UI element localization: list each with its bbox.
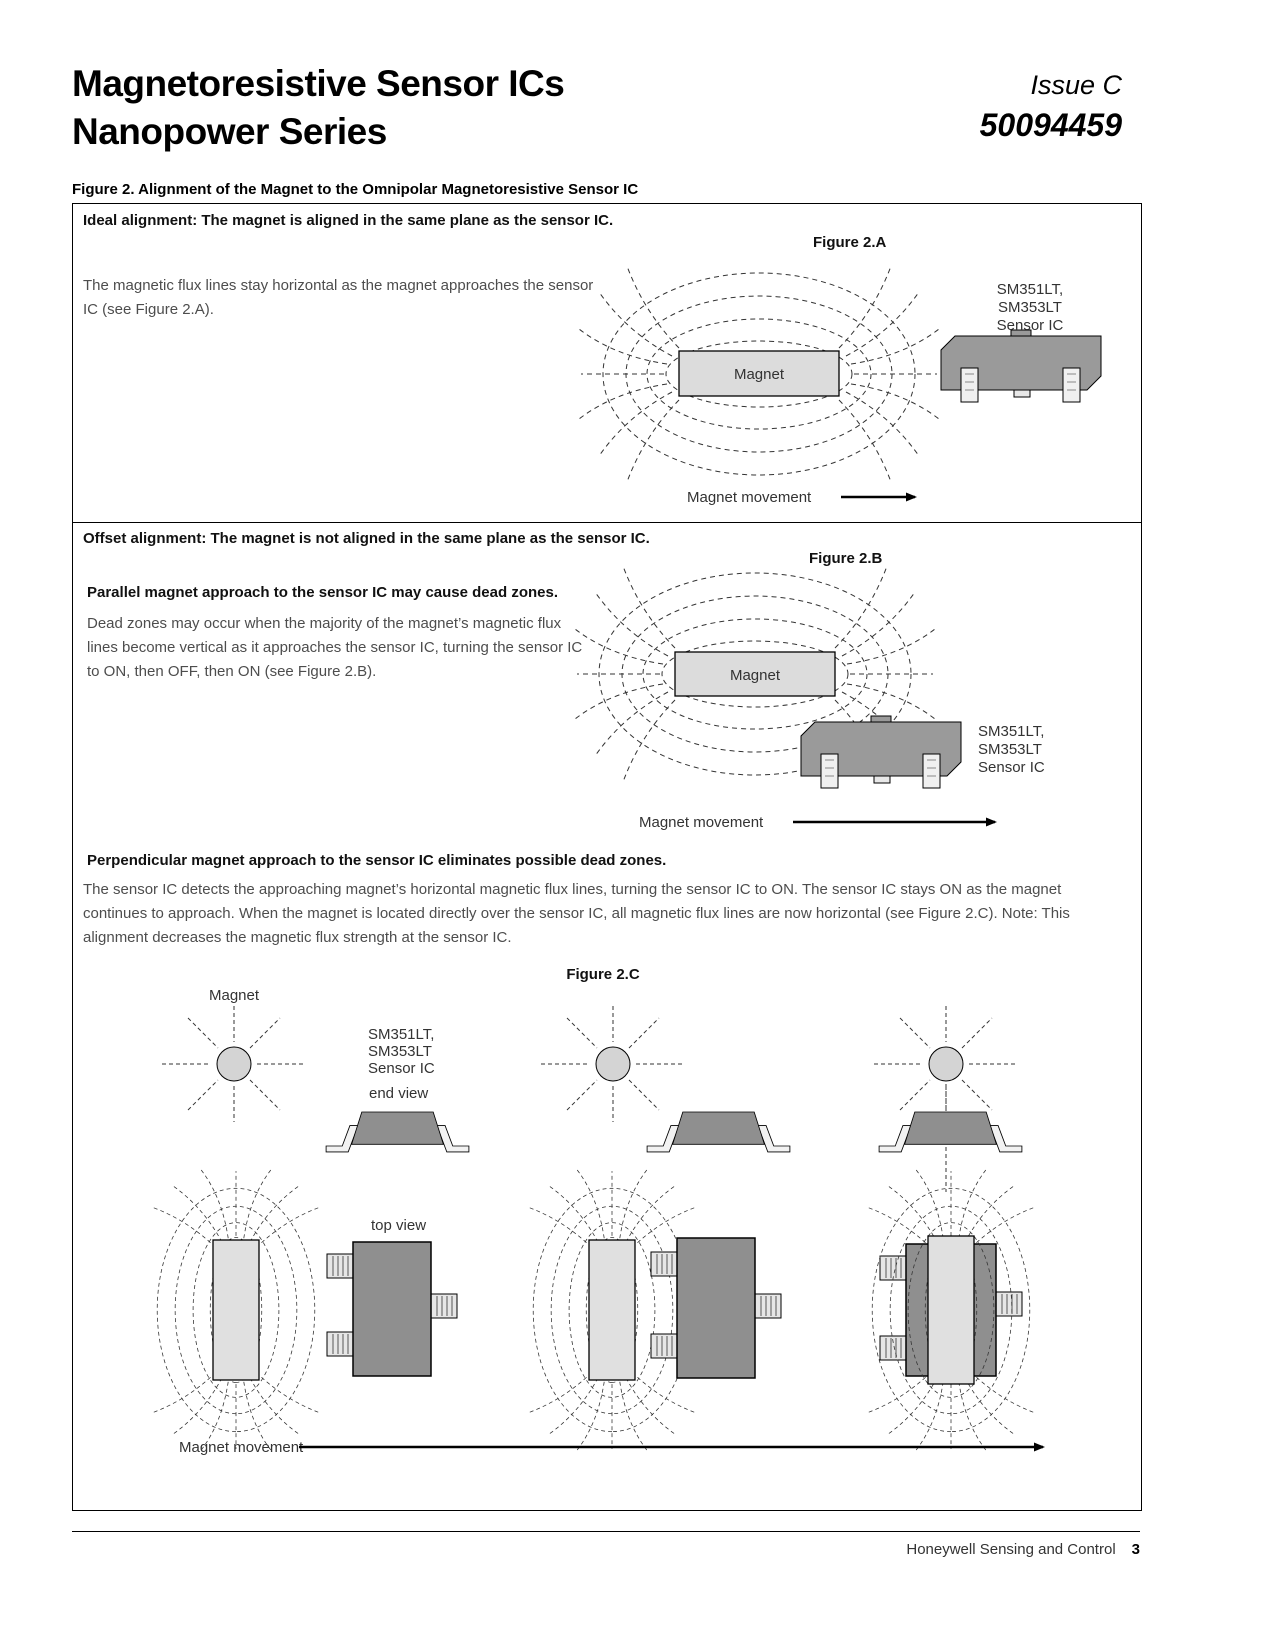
magnet [674, 651, 836, 697]
sensor-ic-label: Sensor IC [978, 759, 1045, 776]
top-view-label: top view [371, 1217, 426, 1234]
section-b-heading: Offset alignment: The magnet is not alig… [83, 530, 650, 547]
section-b-body: Dead zones may occur when the majority o… [87, 615, 583, 680]
sensor-ic-package [800, 715, 962, 789]
title-line-2: Nanopower Series [72, 111, 387, 152]
figure-2a-label: Figure 2.A [813, 234, 887, 251]
footer-rule [72, 1531, 1140, 1532]
ic-lead [326, 1331, 354, 1357]
footer-company: Honeywell Sensing and Control [906, 1541, 1116, 1558]
section-c-subheading: Perpendicular magnet approach to the sen… [87, 852, 667, 869]
sensor-ic-label: SM353LT [998, 299, 1062, 316]
document-ids: Issue C 50094459 [980, 70, 1122, 144]
ic-lead [879, 1255, 907, 1281]
magnet-movement-label: Magnet movement [687, 489, 812, 506]
magnet-bar [212, 1239, 260, 1381]
document-title: Magnetoresistive Sensor ICs Nanopower Se… [72, 60, 565, 156]
sensor-ic-label: SM351LT, [368, 1026, 434, 1043]
figure-2c-diagram: Magnet SM351LT, SM353LT Sensor IC end vi… [73, 987, 1045, 1456]
sensor-ic-label: SM353LT [978, 741, 1042, 758]
magnet-radiating-3 [873, 1005, 1019, 1123]
sensor-ic-end-view-2 [646, 1111, 791, 1153]
magnet-label: Magnet [209, 987, 260, 1004]
ic-lead [430, 1293, 458, 1319]
end-view-label: end view [369, 1085, 428, 1102]
document-number: 50094459 [979, 107, 1122, 143]
sensor-ic-package [940, 329, 1102, 403]
figure-2-box: Ideal alignment: The magnet is aligned i… [72, 203, 1142, 1511]
sensor-ic-label: SM351LT, [997, 281, 1063, 298]
ic-lead [650, 1251, 678, 1277]
figure-2c-label: Figure 2.C [566, 966, 640, 983]
title-line-1: Magnetoresistive Sensor ICs [72, 63, 565, 104]
figure-2b-label: Figure 2.B [809, 550, 883, 567]
sensor-ic-label: Sensor IC [997, 317, 1064, 334]
section-c-body: The sensor IC detects the approaching ma… [83, 881, 1070, 946]
top-view-group-3 [867, 1170, 1035, 1451]
magnet-bar [927, 1235, 975, 1385]
section-a-heading: Ideal alignment: The magnet is aligned i… [83, 212, 614, 229]
issue-label: Issue C [1030, 70, 1122, 100]
section-ideal-alignment: Ideal alignment: The magnet is aligned i… [73, 204, 1141, 523]
ic-lead [754, 1293, 782, 1319]
ic-lead [326, 1253, 354, 1279]
magnet [678, 350, 840, 397]
magnet-radiating-2 [540, 1005, 686, 1123]
magnet-radiating-1 [161, 1005, 307, 1123]
figure-2b-diagram: Magnet SM351LT, SM353LT Sensor IC Magnet… [73, 524, 1045, 831]
magnet-movement-label: Magnet movement [179, 1439, 304, 1456]
magnet-label: Magnet [730, 667, 781, 684]
section-perpendicular-approach: Perpendicular magnet approach to the sen… [73, 844, 1141, 1510]
page-number: 3 [1131, 1541, 1140, 1558]
sensor-ic-label: SM353LT [368, 1043, 432, 1060]
section-a-body: The magnetic flux lines stay horizontal … [83, 277, 594, 318]
section-b-subheading: Parallel magnet approach to the sensor I… [87, 584, 558, 601]
sensor-ic-end-view-1 [325, 1111, 470, 1153]
sensor-ic-top-view [676, 1237, 756, 1379]
magnet-bar [588, 1239, 636, 1381]
sensor-ic-end-view-3 [878, 1111, 1023, 1153]
sensor-ic-label: Sensor IC [368, 1060, 435, 1077]
footer: Honeywell Sensing and Control 3 [906, 1541, 1140, 1558]
magnet-movement-label: Magnet movement [639, 814, 764, 831]
figure-2-caption: Figure 2. Alignment of the Magnet to the… [72, 181, 639, 198]
top-view-group-1 [152, 1170, 458, 1451]
ic-lead [995, 1291, 1023, 1317]
magnet-label: Magnet [734, 366, 785, 383]
ic-lead [650, 1333, 678, 1359]
figure-2a-diagram: Magnet SM351LT, SM353LT Sensor IC Magnet… [73, 204, 1102, 506]
sensor-ic-top-view [352, 1241, 432, 1377]
top-view-group-2 [528, 1170, 782, 1451]
section-offset-alignment: Offset alignment: The magnet is not alig… [73, 524, 1141, 844]
sensor-ic-label: SM351LT, [978, 723, 1044, 740]
